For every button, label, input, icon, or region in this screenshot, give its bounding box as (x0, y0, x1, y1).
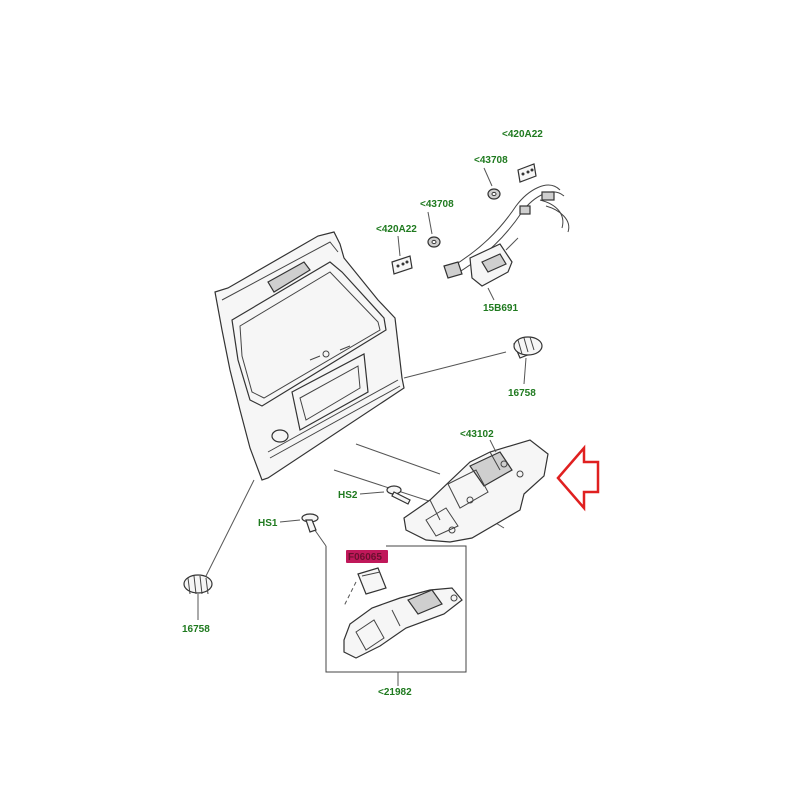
label-latch-assembly: <43102 (460, 429, 494, 440)
label-grommet-upper: <43708 (474, 155, 508, 166)
label-bolt-hs2: HS2 (338, 490, 358, 501)
highlight-arrow (556, 444, 600, 512)
label-strut-right: 16758 (508, 388, 536, 399)
label-grommet-lower: <43708 (420, 199, 454, 210)
handle-assembly-box (325, 545, 467, 673)
latch-assembly (403, 439, 549, 543)
grommet-upper (487, 188, 501, 200)
label-bolt-hs1: HS1 (258, 518, 278, 529)
wiring-harness (443, 184, 570, 287)
grommet-lower (427, 236, 441, 248)
strut-left (183, 574, 213, 595)
label-clip-top-right: <420A22 (502, 129, 543, 140)
label-harness: 15B691 (483, 303, 518, 314)
bolt-hs2 (386, 485, 411, 505)
badge-icon (271, 429, 289, 443)
bolt-hs1 (301, 513, 319, 533)
handle-module (343, 587, 463, 659)
label-handle-assembly: <21982 (378, 687, 412, 698)
stop-lamp (267, 261, 311, 293)
tailgate-door (214, 231, 405, 481)
clip-top-right (517, 163, 537, 183)
switch-tag-redaction (346, 550, 388, 563)
label-clip-top-left: <420A22 (376, 224, 417, 235)
label-switch-tag: F06065 (348, 552, 382, 563)
strut-right (513, 336, 543, 359)
license-plate-recess (291, 353, 369, 431)
rear-window (231, 261, 387, 407)
handle-switch (343, 567, 387, 607)
clip-top-left (391, 255, 413, 275)
label-strut-left: 16758 (182, 624, 210, 635)
